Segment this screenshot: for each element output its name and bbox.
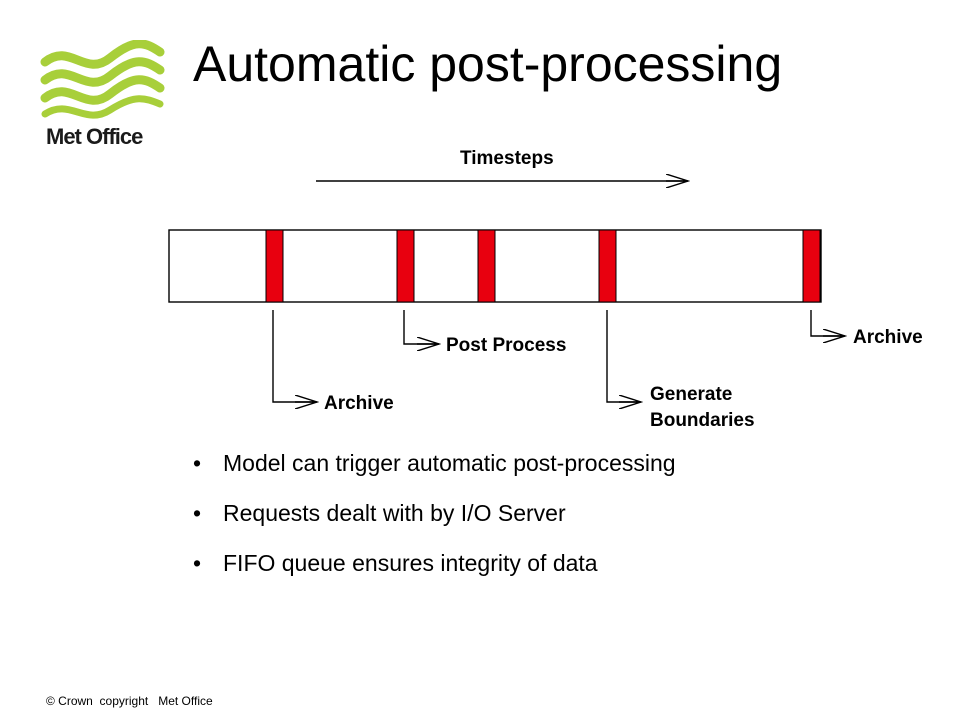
- timeline-diagram: Timesteps Archive Post Process Generate …: [168, 148, 923, 431]
- bullet-dot: •: [193, 500, 202, 526]
- timestep-marker: [477, 229, 496, 303]
- copyright-footer: © Crown copyright Met Office: [46, 694, 213, 708]
- bullet-text: Model can trigger automatic post-process…: [223, 450, 676, 476]
- connector-generate-boundaries: [606, 310, 641, 402]
- met-office-logo: Met Office: [40, 40, 170, 155]
- connector-archive-last: [810, 310, 845, 336]
- connector-post-process: [403, 310, 439, 344]
- callout-generate-line1: Generate: [650, 384, 732, 405]
- callout-generate-line2: Boundaries: [650, 410, 755, 431]
- bullet-item: • Model can trigger automatic post-proce…: [193, 448, 676, 478]
- slide-title: Automatic post-processing: [193, 36, 783, 92]
- bullet-text: FIFO queue ensures integrity of data: [223, 550, 598, 576]
- timestep-marker: [802, 229, 821, 303]
- connector-archive-first: [272, 310, 317, 402]
- bullet-item: • FIFO queue ensures integrity of data: [193, 548, 676, 578]
- logo-text: Met Office: [46, 124, 143, 149]
- bullet-dot: •: [193, 450, 202, 476]
- callout-post-process: Post Process: [446, 335, 566, 356]
- logo-waves-icon: [40, 40, 165, 119]
- timestep-marker: [396, 229, 415, 303]
- timestep-marker: [265, 229, 284, 303]
- bullet-item: • Requests dealt with by I/O Server: [193, 498, 676, 528]
- callout-archive-first: Archive: [324, 393, 394, 414]
- bullet-dot: •: [193, 550, 202, 576]
- timestep-marker: [598, 229, 617, 303]
- timesteps-label: Timesteps: [460, 148, 554, 169]
- bullet-text: Requests dealt with by I/O Server: [223, 500, 566, 526]
- bullet-list: • Model can trigger automatic post-proce…: [193, 448, 676, 598]
- callout-archive-last: Archive: [853, 327, 923, 348]
